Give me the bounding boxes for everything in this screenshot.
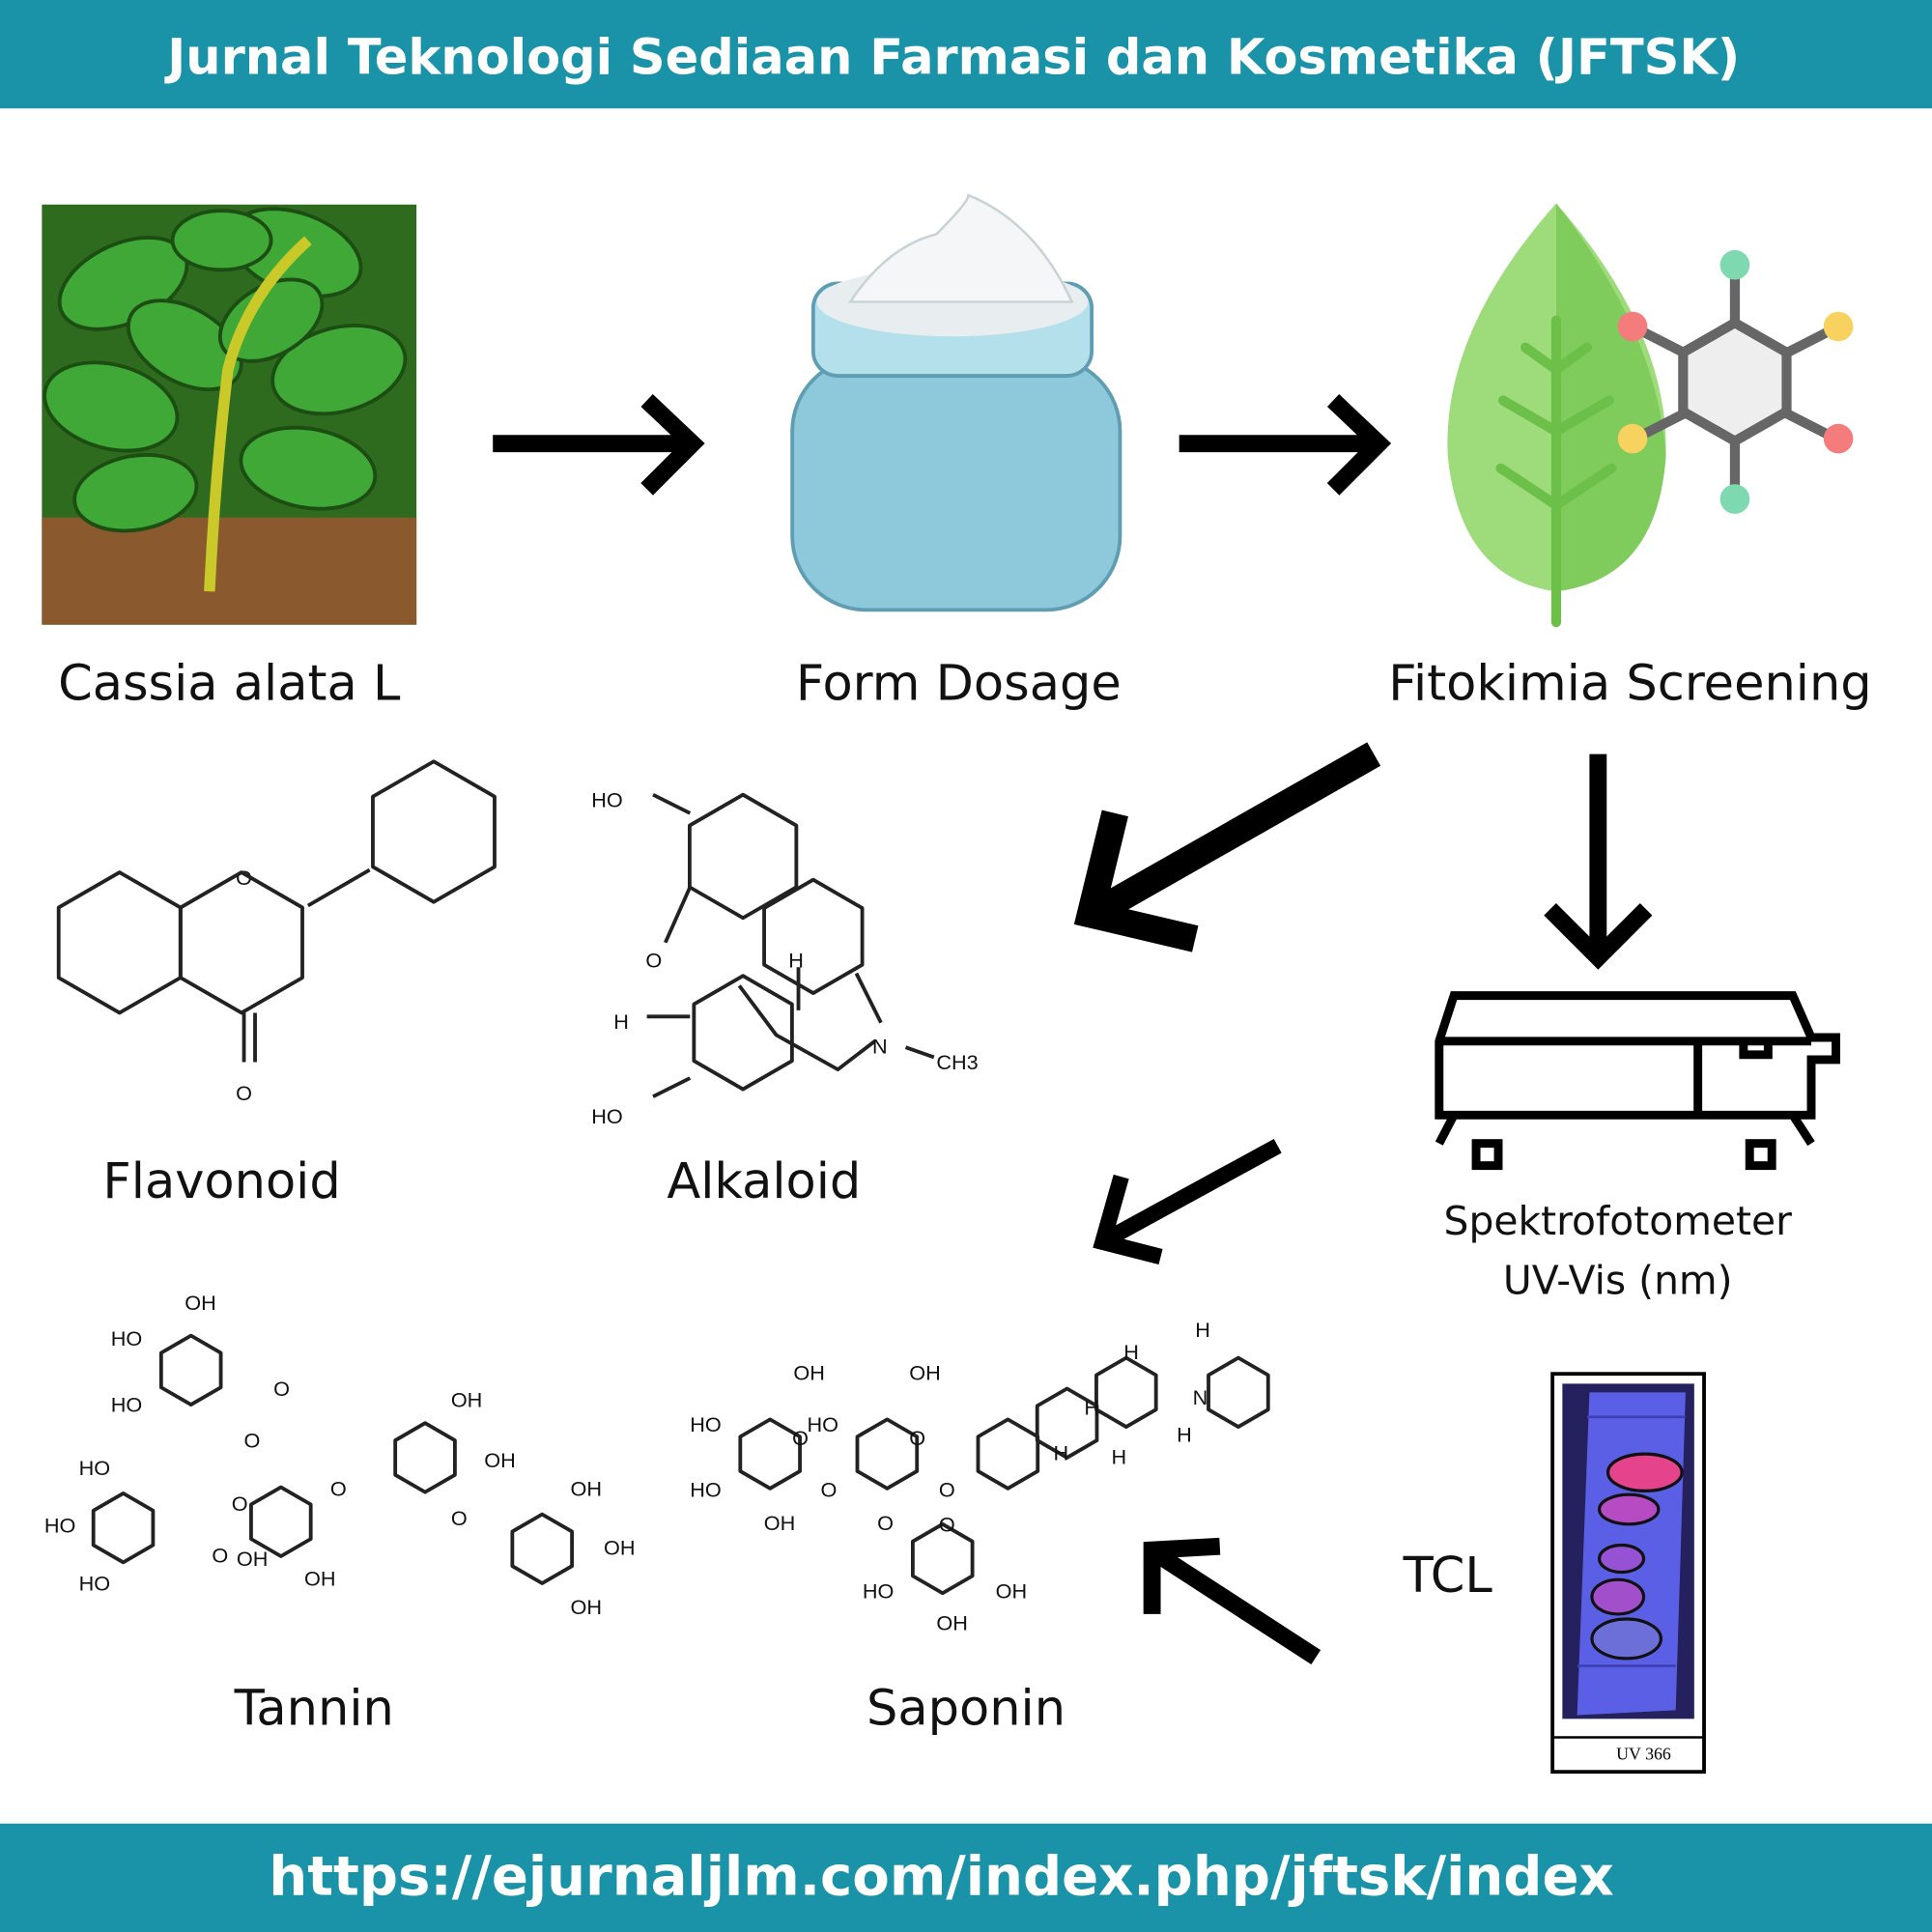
atom-label: O <box>451 1506 468 1530</box>
atom-label: HO <box>44 1514 76 1538</box>
cream-jar-image <box>790 193 1122 612</box>
atom-label: OH <box>996 1578 1028 1603</box>
atom-label: CH3 <box>936 1050 978 1074</box>
ring-bond <box>91 1492 156 1565</box>
ring-bond <box>738 1417 802 1491</box>
arrow-spectro-to-compounds <box>1093 1138 1282 1265</box>
atom-label: OH <box>237 1547 269 1571</box>
atom-label: HO <box>591 787 623 811</box>
atom-label: HO <box>79 1456 111 1480</box>
leaf-molecule-icon <box>1447 203 1854 628</box>
atom-label: H <box>1195 1318 1210 1342</box>
flavonoid-structure: O O <box>56 759 497 1105</box>
ring-bond <box>976 1417 1040 1491</box>
atom-label: OH <box>451 1388 483 1412</box>
atom-label: OH <box>909 1361 941 1385</box>
ring-bond <box>910 1521 975 1596</box>
atom-label: O <box>877 1511 894 1535</box>
ring-bond <box>692 974 794 1092</box>
spectrophotometer-icon <box>1435 991 1840 1171</box>
atom-label: HO <box>863 1578 895 1603</box>
atom-label: O <box>792 1426 809 1450</box>
atom-label: OH <box>304 1567 336 1591</box>
header-banner <box>0 0 1932 109</box>
arrow-screening-to-compounds <box>1073 742 1381 952</box>
tlc-plate-image: UV 366 <box>1550 1372 1706 1775</box>
tannin-structure: OH HO HO O O OH OH HO HO HO O O O OH OH O OH OH OH <box>44 1291 636 1619</box>
atom-label: O <box>212 1543 228 1567</box>
ring-bond <box>393 1421 457 1494</box>
arrow-tlc-to-saponin <box>1143 1537 1321 1665</box>
atom-label: O <box>939 1478 955 1502</box>
atom-label: OH <box>764 1511 796 1535</box>
step-label-screening: Fitokimia Screening <box>1388 655 1871 712</box>
atom-label: OH <box>571 1595 603 1619</box>
atom-label: N <box>1193 1385 1208 1409</box>
atom-label: HO <box>807 1412 838 1436</box>
atom-label: H <box>1112 1444 1127 1468</box>
journal-title: Jurnal Teknologi Sediaan Farmasi dan Kos… <box>164 30 1740 87</box>
step-label-plant: Cassia alata L <box>58 655 401 712</box>
atom-label: H <box>1084 1395 1099 1419</box>
arrow-plant-to-dosage <box>493 394 705 496</box>
atom-label: O <box>273 1377 290 1401</box>
atom-label: HO <box>690 1478 722 1502</box>
ring-bond <box>158 1333 223 1406</box>
atom-label: O <box>236 1081 252 1105</box>
arrow-dosage-to-screening <box>1179 394 1392 496</box>
atom-label: O <box>645 948 662 972</box>
step-label-dosage: Form Dosage <box>796 655 1122 712</box>
tlc-caption: UV 366 <box>1616 1744 1671 1763</box>
ring-bond <box>855 1417 920 1491</box>
atom-label: OH <box>484 1448 516 1472</box>
atom-label: O <box>244 1429 261 1453</box>
atom-label: H <box>788 948 804 972</box>
ring-bond <box>56 870 183 1015</box>
atom-label: HO <box>79 1572 111 1596</box>
spectrophotometer-label: Spektrofotometer <box>1444 1198 1793 1244</box>
spectrophotometer-unit: UV-Vis (nm) <box>1503 1257 1733 1303</box>
atom-label: OH <box>793 1361 825 1385</box>
atom-label: H <box>1054 1440 1069 1464</box>
ring-bond <box>1094 1355 1158 1429</box>
atom-label: HO <box>690 1412 722 1436</box>
atom-label: O <box>939 1512 955 1536</box>
cassia-plant-image <box>42 204 417 625</box>
atom-label: OH <box>185 1291 216 1315</box>
journal-url-link[interactable]: https://ejurnaljlm.com/index.php/jftsk/i… <box>269 1846 1613 1909</box>
ring-bond <box>762 877 865 995</box>
atom-label: O <box>820 1478 837 1502</box>
atom-label: O <box>909 1426 925 1450</box>
atom-label: HO <box>111 1393 143 1417</box>
compound-label-alkaloid: Alkaloid <box>667 1153 861 1210</box>
atom-label: OH <box>936 1610 968 1634</box>
ring-bond <box>1207 1355 1270 1429</box>
atom-label: HO <box>111 1326 143 1350</box>
atom-label: H <box>1177 1422 1192 1446</box>
atom-label: O <box>232 1492 248 1516</box>
atom-label: OH <box>604 1536 636 1560</box>
atom-label: O <box>330 1476 347 1500</box>
compound-label-saponin: Saponin <box>867 1681 1065 1738</box>
ring-bond <box>179 870 304 1015</box>
atom-label: H <box>1123 1340 1139 1364</box>
atom-label: H <box>613 1009 629 1034</box>
arrow-screening-to-spectro <box>1544 753 1653 970</box>
footer-banner <box>0 1823 1932 1932</box>
atom-label: OH <box>571 1476 603 1500</box>
atom-label: HO <box>591 1104 623 1128</box>
alkaloid-structure: HO O H H N CH3 HO <box>591 787 979 1128</box>
atom-label: N <box>872 1035 888 1059</box>
ring-bond <box>371 759 497 904</box>
ring-bond <box>510 1512 575 1585</box>
ring-bond <box>249 1485 313 1558</box>
compound-label-tannin: Tannin <box>234 1681 394 1738</box>
compound-label-flavonoid: Flavonoid <box>102 1153 340 1210</box>
ring-bond <box>687 792 799 921</box>
tlc-label: TCL <box>1403 1548 1493 1605</box>
